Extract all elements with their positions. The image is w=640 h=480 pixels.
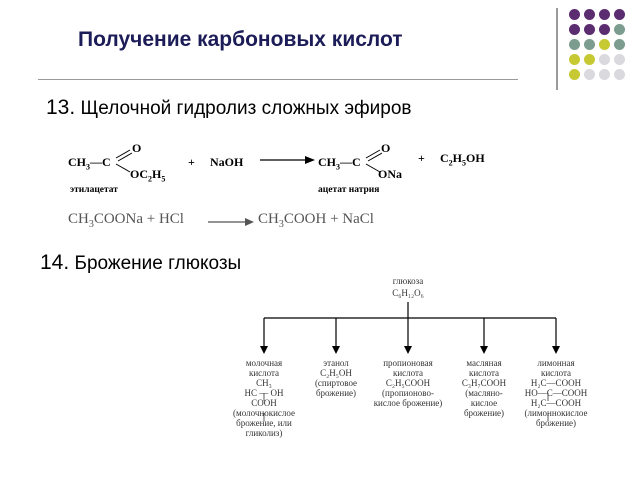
- decor-dot: [599, 9, 610, 20]
- decor-dot: [599, 54, 610, 65]
- product-ethanol: C2H5OH: [440, 151, 485, 168]
- reaction2-arrow-head: [245, 218, 254, 226]
- item-13-number: 13.: [46, 96, 76, 119]
- decor-dot: [599, 69, 610, 80]
- branch-line: гликолиз): [245, 428, 283, 438]
- reaction1-arrow-head: [305, 156, 315, 164]
- decor-dot: [584, 69, 595, 80]
- reactant-bond-up-2: [117, 152, 133, 162]
- decor-dot: [599, 24, 610, 35]
- reactant-bond-up-1: [115, 149, 131, 159]
- branch-line: молочная: [245, 358, 283, 368]
- item-14-number: 14.: [40, 251, 70, 274]
- slide-title: Получение карбоновых кислот: [78, 28, 403, 51]
- item-14-text: Брожение глюкозы: [74, 253, 242, 274]
- decor-dot: [599, 39, 610, 50]
- branch-line: (лимоннокислое: [524, 408, 588, 418]
- reactant-o-double: O: [132, 141, 142, 155]
- branch-line: C₃H₇COOH: [461, 378, 507, 388]
- decor-dot: [584, 39, 595, 50]
- product-ch3c: CH3—C: [318, 155, 361, 172]
- decor-dot: [584, 24, 595, 35]
- item-13-text: Щелочной гидролиз сложных эфиров: [80, 98, 412, 119]
- item-14-heading: 14. Брожение глюкозы: [40, 251, 241, 275]
- branch-5-arrowhead: [552, 346, 560, 354]
- reaction2-left: CH3COONa + HCl: [68, 211, 184, 230]
- branch-4-arrowhead: [480, 346, 488, 354]
- branch-line: HO—C—COOH: [524, 388, 588, 398]
- reaction2-right: CH3COOH + NaCl: [258, 211, 374, 230]
- branch-line: кислое брожение): [373, 398, 443, 408]
- decor-dot: [614, 69, 625, 80]
- branch-line: C₂H₅OH: [320, 368, 352, 378]
- product-name: ацетат натрия: [318, 185, 380, 195]
- branch-line: кислое: [470, 398, 498, 408]
- reactant-name: этилацетат: [70, 185, 118, 195]
- branch-line: лимонная: [537, 358, 575, 368]
- product-bond-up-1: [365, 149, 381, 159]
- branch-line: COOH: [251, 398, 277, 408]
- tree-root-formula: C₆H₁₂O₆: [392, 288, 424, 298]
- decor-dot: [584, 54, 595, 65]
- branch-line: кислота: [248, 368, 280, 378]
- decor-dot: [614, 39, 625, 50]
- decor-dot: [584, 9, 595, 20]
- decor-dot: [569, 9, 580, 20]
- branch-line: пропионовая: [383, 358, 433, 368]
- reactant-ch3c: CH3—C: [68, 155, 111, 172]
- branch-line: (маслянo-: [465, 388, 503, 398]
- branch-line: брожение): [315, 388, 357, 398]
- title-underline: [38, 79, 518, 80]
- decor-dot: [614, 24, 625, 35]
- product-bond-up-2: [367, 152, 383, 162]
- reactant-bond-down: [115, 163, 131, 173]
- tree-root-name: глюкоза: [392, 276, 424, 286]
- branch-line: C₂H₅COOH: [385, 378, 431, 388]
- branch-line: CH₃: [256, 378, 272, 388]
- reactant-oc2h5: OC2H5: [130, 167, 166, 184]
- branch-line: брожение): [535, 418, 577, 428]
- plus-sign-2: +: [418, 151, 425, 165]
- product-bond-down: [365, 163, 381, 173]
- branch-line: брожение): [463, 408, 505, 418]
- reagent-naoh: NaOH: [210, 155, 244, 169]
- decor-dot: [614, 54, 625, 65]
- branch-line: H₂C—COOH: [530, 398, 582, 408]
- branch-3-arrowhead: [404, 346, 412, 354]
- branch-line: (спиртовое: [314, 378, 358, 388]
- vertical-divider: [556, 8, 558, 90]
- branch-1-arrowhead: [260, 346, 268, 354]
- decor-dot: [614, 9, 625, 20]
- branch-line: кислота: [468, 368, 500, 378]
- branch-line: кислота: [392, 368, 424, 378]
- branch-line: H₂C—COOH: [530, 378, 582, 388]
- branch-line: кислота: [540, 368, 572, 378]
- product-ona: ONa: [378, 167, 402, 181]
- product-o-double: O: [381, 141, 391, 155]
- item-13-heading: 13. Щелочной гидролиз сложных эфиров: [46, 96, 412, 120]
- decor-dot: [569, 54, 580, 65]
- plus-sign-1: +: [188, 155, 195, 169]
- branch-line: этанол: [323, 358, 349, 368]
- decor-dot: [569, 69, 580, 80]
- branch-2-arrowhead: [332, 346, 340, 354]
- branch-line: брожение, или: [236, 418, 292, 428]
- branch-line: масляная: [466, 358, 502, 368]
- decor-dot: [569, 24, 580, 35]
- decor-dot: [569, 39, 580, 50]
- branch-line: (пропионово-: [382, 388, 434, 398]
